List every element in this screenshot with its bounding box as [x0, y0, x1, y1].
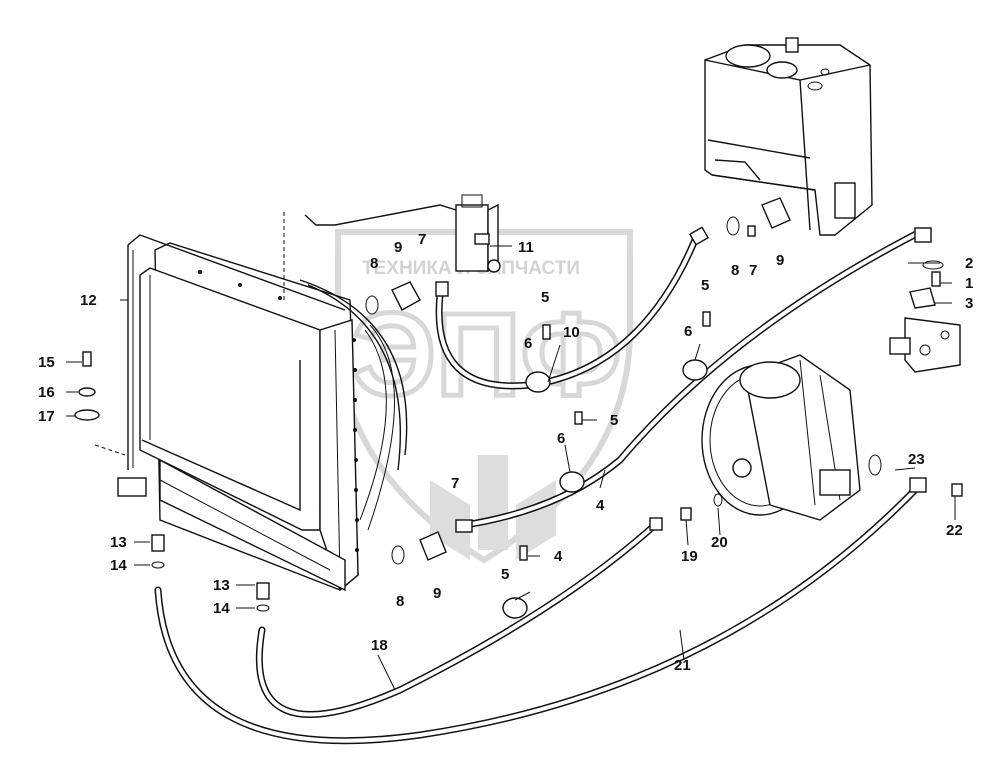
fittings [74, 197, 963, 619]
rail-dash [94, 444, 126, 456]
label-19: 19 [681, 548, 698, 565]
label-3: 3 [965, 295, 973, 312]
label-13b: 13 [213, 577, 230, 594]
label-9b: 9 [776, 252, 784, 269]
label-22: 22 [946, 522, 963, 539]
watermark: ТЕХНИКА И ЗАПЧАСТИ ЭПФ [335, 229, 633, 564]
label-10: 10 [563, 324, 580, 341]
label-8b: 8 [731, 262, 739, 279]
control-valve [889, 317, 961, 373]
label-11: 11 [518, 239, 534, 256]
label-6a: 6 [524, 335, 532, 352]
oil-cooler-radiator [117, 234, 408, 592]
label-2: 2 [965, 255, 973, 272]
label-5c: 5 [610, 412, 618, 429]
label-16: 16 [38, 384, 55, 401]
label-8c: 8 [396, 593, 404, 610]
label-7a: 7 [418, 231, 426, 248]
hydraulic-tank [704, 37, 873, 236]
label-20: 20 [711, 534, 728, 551]
label-4b: 4 [554, 548, 563, 565]
label-7c: 7 [451, 475, 459, 492]
label-23: 23 [908, 451, 925, 468]
label-6c: 6 [557, 430, 565, 447]
breather-line [304, 204, 457, 226]
label-14b: 14 [213, 600, 230, 617]
radiator-bolts [198, 270, 359, 552]
part-labels: 1 2 3 4 4 5 5 5 5 6 6 6 7 7 7 8 8 8 9 9 … [38, 231, 973, 674]
label-4a: 4 [596, 497, 605, 514]
label-5b: 5 [701, 277, 709, 294]
label-18: 18 [371, 637, 388, 654]
label-15: 15 [38, 354, 55, 371]
label-17: 17 [38, 408, 55, 425]
label-12: 12 [80, 292, 97, 309]
label-5d: 5 [501, 566, 509, 583]
label-1: 1 [965, 275, 973, 292]
label-5a: 5 [541, 289, 549, 306]
label-9c: 9 [433, 585, 441, 602]
label-7b: 7 [749, 262, 757, 279]
leader-lines [66, 245, 956, 691]
label-9a: 9 [394, 239, 402, 256]
label-14a: 14 [110, 557, 127, 574]
label-13a: 13 [110, 534, 127, 551]
breather-filter-11 [455, 194, 501, 273]
label-6b: 6 [684, 323, 692, 340]
transmission-pump [701, 354, 861, 521]
watermark-letters: ЭПФ [352, 289, 621, 421]
label-8a: 8 [370, 255, 378, 272]
label-21: 21 [674, 657, 691, 674]
